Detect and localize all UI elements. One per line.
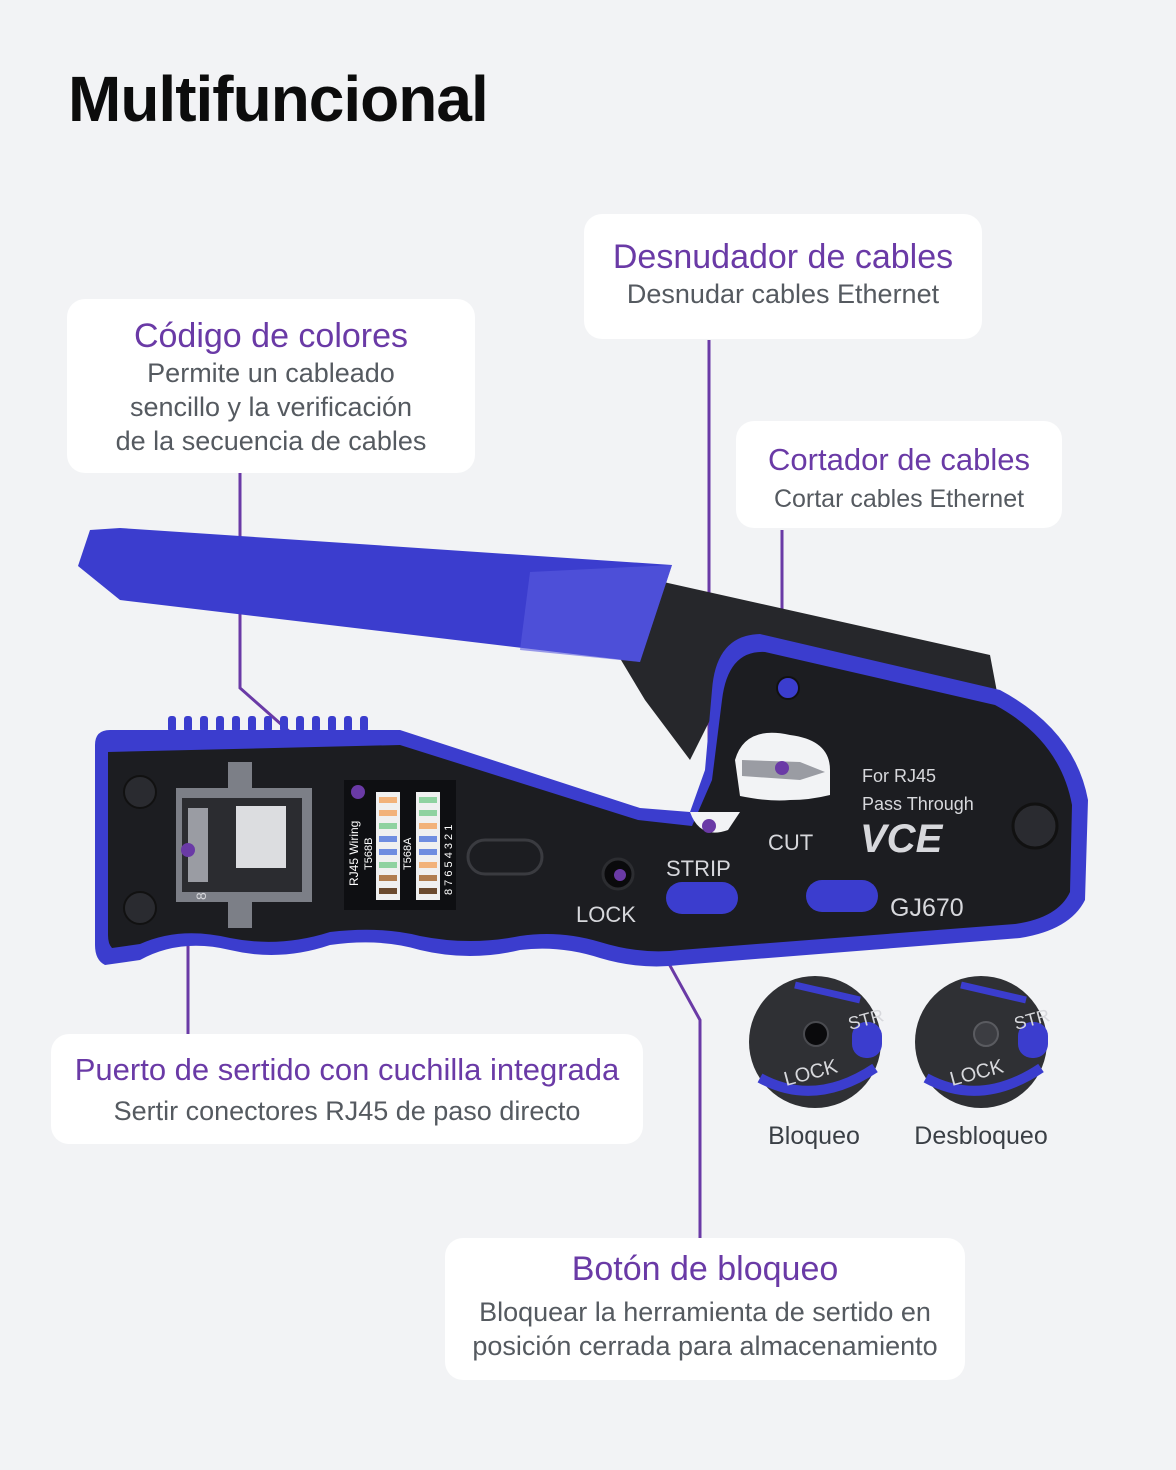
callout-color-code-desc: Permite un cableado sencillo y la verifi…: [115, 358, 427, 456]
callout-cutter: Cortador de cables Cortar cables Etherne…: [736, 421, 1062, 528]
callout-stripper-desc: Desnudar cables Ethernet: [626, 279, 940, 309]
callout-crimp-port-desc: Sertir conectores RJ45 de paso directo: [113, 1096, 581, 1126]
wiring-label: RJ45 Wiring: [347, 821, 361, 886]
wiring-diagram: RJ45 Wiring T568B T568A 8 7 6 5 4 3 2 1: [344, 780, 456, 910]
rj45-port: [176, 762, 312, 928]
callout-cutter-desc: Cortar cables Ethernet: [773, 485, 1025, 513]
stripper-marker: [702, 819, 716, 833]
screw-1: [123, 775, 157, 809]
strip-label: STRIP: [666, 856, 731, 881]
color-code-marker: [351, 785, 365, 799]
crimp-marker: [181, 843, 195, 857]
cutter-marker: [775, 761, 789, 775]
cut-label: CUT: [768, 830, 813, 855]
callout-color-code-title: Código de colores: [133, 317, 409, 355]
lock-label: LOCK: [576, 902, 636, 927]
callout-lock-button-title: Botón de bloqueo: [571, 1250, 839, 1288]
callout-crimp-port-title: Puerto de sertido con cuchilla integrada: [74, 1052, 620, 1087]
callout-stripper: Desnudador de cables Desnudar cables Eth…: [584, 214, 982, 339]
callout-cutter-title: Cortador de cables: [768, 442, 1030, 477]
screw-2: [123, 891, 157, 925]
callout-color-code: Código de colores Permite un cableado se…: [67, 299, 475, 473]
callout-lock-button-desc: Bloquear la herramienta de sertido en po…: [472, 1297, 938, 1361]
release-slot: [466, 838, 544, 876]
pin-numbers: 8 7 6 5 4 3 2 1: [443, 825, 455, 895]
callout-stripper-title: Desnudador de cables: [612, 238, 954, 276]
zoom-locked: LOCK STR: [749, 976, 886, 1108]
screw-3: [1011, 802, 1059, 850]
unlocked-caption: Desbloqueo: [914, 1122, 1048, 1150]
zoom-unlocked: LOCK STR: [915, 976, 1052, 1108]
callout-lock-button: Botón de bloqueo Bloquear la herramienta…: [445, 1238, 965, 1380]
lock-marker: [614, 869, 626, 881]
callout-crimp-port: Puerto de sertido con cuchilla integrada…: [51, 1034, 643, 1144]
for-rj45-label: For RJ45: [862, 766, 936, 786]
strip-slot: [666, 882, 738, 914]
pivot-hole: [776, 676, 800, 700]
ratchet-teeth: [168, 716, 368, 732]
t568a-label: T568A: [402, 837, 414, 870]
port-number: 8: [193, 892, 209, 900]
pass-through-label: Pass Through: [862, 794, 974, 814]
model-label: GJ670: [890, 894, 964, 922]
cut-slot: [806, 880, 878, 912]
t568b-label: T568B: [363, 838, 375, 870]
locked-caption: Bloqueo: [768, 1122, 860, 1150]
brand-logo: VCE: [860, 817, 944, 861]
handle-grip-highlight: [520, 565, 672, 662]
page-title: Multifuncional: [68, 63, 489, 135]
